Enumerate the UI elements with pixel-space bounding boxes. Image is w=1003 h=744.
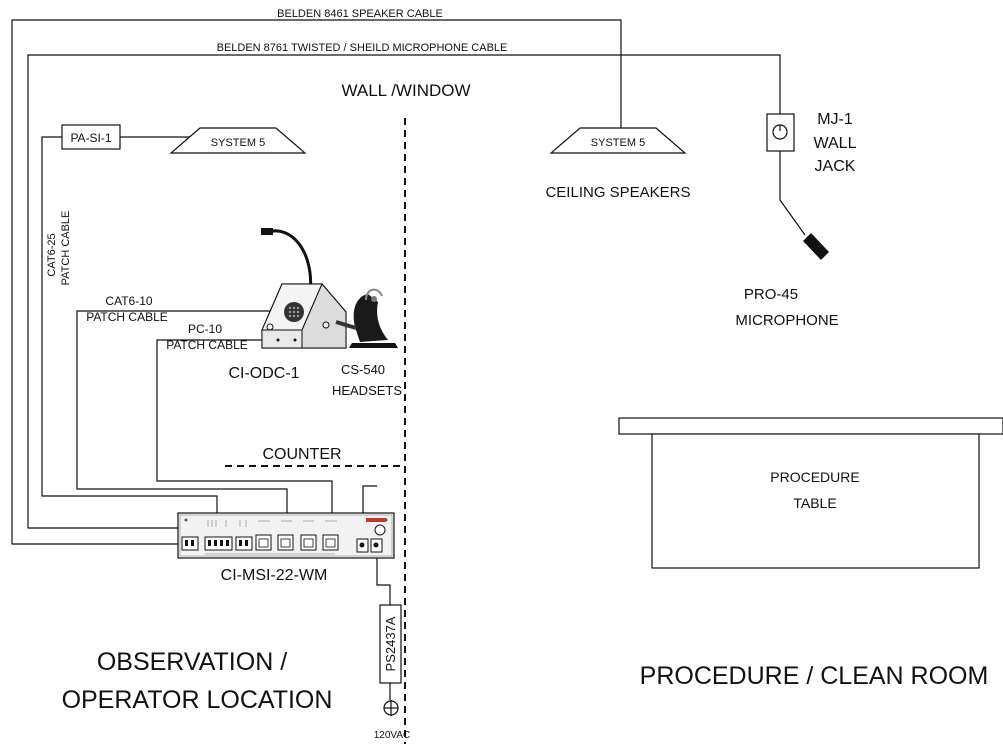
power-plug-icon: [383, 700, 399, 716]
mic-cable-label: BELDEN 8761 TWISTED / SHEILD MICROPHONE …: [217, 42, 508, 54]
cat6-10-label-line2: PATCH CABLE: [86, 310, 168, 324]
mj1-label-line1: MJ-1: [817, 111, 853, 128]
pro45-label-line1: PRO-45: [744, 286, 798, 303]
brand-logo-mark: [366, 518, 386, 522]
ps-label: PS2437A: [383, 616, 398, 671]
speaker-cable-line: [11, 19, 622, 545]
pc-10-cable-line: [156, 339, 333, 536]
system5-left-label: SYSTEM 5: [211, 137, 265, 149]
pa-si-box: [61, 124, 121, 150]
mj1-label-line3: JACK: [815, 158, 856, 175]
cat6-25-cable-line: [41, 136, 218, 536]
mic-cable-line: [27, 54, 781, 529]
procedure-table-label-line1: PROCEDURE: [770, 469, 859, 485]
observation-label-line1: OBSERVATION /: [97, 648, 287, 676]
ps-cable-line: [376, 557, 391, 605]
mic-cord-line: [779, 150, 806, 236]
ci-odc-label: CI-ODC-1: [228, 365, 299, 382]
microphone-icon: [803, 233, 829, 260]
headset-icon: [335, 288, 398, 348]
wall-jack-icon: [766, 113, 795, 152]
procedure-table-shape: [618, 417, 1003, 569]
wall-window-label: WALL /WINDOW: [341, 81, 470, 100]
desk-console-icon: [261, 228, 347, 349]
system5-left-speaker-shape: [169, 127, 307, 154]
speaker-cable-label: BELDEN 8461 SPEAKER CABLE: [277, 8, 443, 20]
pa-si-label: PA-SI-1: [70, 131, 111, 145]
cat6-25-label-line1: CAT6-25: [46, 233, 58, 276]
system5-right-speaker-shape: [549, 127, 687, 154]
procedure-room-label: PROCEDURE / CLEAN ROOM: [640, 662, 989, 690]
pc-10-label-line2: PATCH CABLE: [166, 338, 248, 352]
pro45-label-line2: MICROPHONE: [735, 312, 838, 329]
cs540-label-line2: HEADSETS: [332, 383, 402, 398]
mj1-label-line2: WALL: [814, 135, 857, 152]
counter-label: COUNTER: [262, 446, 341, 463]
ci-msi-label: CI-MSI-22-WM: [221, 567, 328, 584]
power-supply-box: [379, 604, 402, 684]
main-station-interface-icon: [177, 512, 395, 559]
procedure-table-label-line2: TABLE: [793, 495, 836, 511]
observation-label-line2: OPERATOR LOCATION: [62, 686, 333, 714]
cat6-25-label-line2: PATCH CABLE: [60, 211, 72, 286]
vac-label: 120VAC: [374, 730, 411, 741]
cat6-10-label-line1: CAT6-10: [105, 294, 152, 308]
cat6-10-cable-line: [76, 310, 288, 536]
cs540-label-line1: CS-540: [341, 362, 385, 377]
ceiling-speakers-label: CEILING SPEAKERS: [545, 184, 690, 201]
pc-10-label-line1: PC-10: [188, 322, 222, 336]
system5-right-label: SYSTEM 5: [591, 137, 645, 149]
